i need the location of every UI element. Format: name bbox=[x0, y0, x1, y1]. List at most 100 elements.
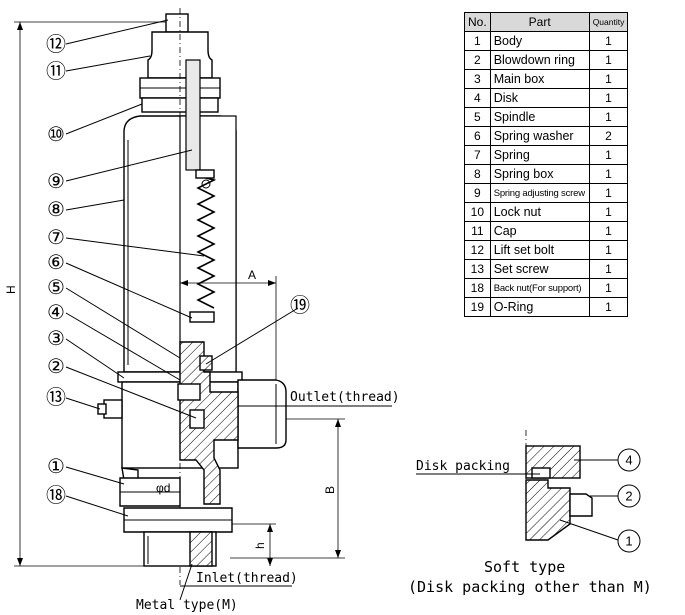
cell-no: 1 bbox=[464, 31, 491, 51]
inlet-label: Inlet(thread) bbox=[196, 571, 298, 586]
callout-1: ① bbox=[47, 456, 65, 478]
cell-no: 18 bbox=[464, 278, 491, 298]
callout-12: ⑫ bbox=[46, 33, 66, 56]
cell-part: Spring box bbox=[489, 164, 590, 184]
callout-6: ⑥ bbox=[47, 252, 65, 274]
header-no: No. bbox=[464, 12, 491, 32]
cell-part: Main box bbox=[489, 69, 590, 89]
detail-callout-4: 4 bbox=[625, 453, 632, 468]
header-quantity: Quantity bbox=[588, 12, 629, 32]
metal-type-label: Metal type(M) bbox=[136, 598, 238, 613]
blowdown-ring bbox=[189, 409, 205, 429]
cell-qty: 1 bbox=[588, 145, 629, 165]
cell-part: Body bbox=[489, 31, 590, 51]
cell-part: Lock nut bbox=[489, 202, 590, 222]
spring-adjusting-screw bbox=[185, 59, 201, 171]
lift-set-bolt bbox=[165, 13, 189, 33]
callout-3: ③ bbox=[47, 328, 65, 350]
outlet-label: Outlet(thread) bbox=[290, 390, 400, 405]
callout-13: ⑬ bbox=[46, 386, 66, 409]
cell-part: Back nut(For support) bbox=[489, 278, 590, 298]
body-section bbox=[179, 341, 239, 505]
cell-no: 12 bbox=[464, 240, 491, 260]
cell-qty: 2 bbox=[588, 126, 629, 146]
callout-7: ⑦ bbox=[47, 227, 65, 249]
cell-part: Spindle bbox=[489, 107, 590, 127]
cell-qty: 1 bbox=[588, 259, 629, 279]
detail-callout-1: 1 bbox=[625, 534, 632, 549]
callout-5: ⑤ bbox=[47, 277, 65, 299]
dim-d-label: φd bbox=[156, 481, 170, 495]
cell-qty: 1 bbox=[588, 88, 629, 108]
callout-19: ⑲ bbox=[290, 294, 310, 317]
cell-part: Spring adjusting screw bbox=[489, 183, 590, 203]
disk-packing-label: Disk packing bbox=[416, 459, 510, 474]
cell-no: 19 bbox=[464, 297, 491, 317]
valve-assembly bbox=[14, 8, 392, 601]
cell-part: Cap bbox=[489, 221, 590, 241]
cell-part: O-Ring bbox=[489, 297, 590, 317]
callout-2: ② bbox=[47, 356, 65, 378]
disk bbox=[177, 383, 201, 401]
cell-qty: 1 bbox=[588, 50, 629, 70]
cell-qty: 1 bbox=[588, 278, 629, 298]
cell-part: Set screw bbox=[489, 259, 590, 279]
soft-type-detail bbox=[416, 430, 619, 541]
cell-part: Spring washer bbox=[489, 126, 590, 146]
detail-blowdown-ring bbox=[569, 493, 593, 517]
callout-group: ⑫ ⑪ ⑩ ⑨ ⑧ ⑦ ⑥ ⑤ ④ ③ ② ⑬ ① ⑱ ⑲ bbox=[46, 33, 310, 507]
detail-callout-2: 2 bbox=[625, 489, 632, 504]
cell-qty: 1 bbox=[588, 240, 629, 260]
callout-4: ④ bbox=[47, 302, 65, 324]
cell-part: Lift set bolt bbox=[489, 240, 590, 260]
cell-no: 11 bbox=[464, 221, 491, 241]
dim-h-small-label: h bbox=[253, 542, 267, 549]
cell-qty: 1 bbox=[588, 164, 629, 184]
detail-body bbox=[525, 479, 571, 541]
table-header-row: No. Part Quantity bbox=[464, 12, 629, 32]
cell-part: Blowdown ring bbox=[489, 50, 590, 70]
cell-no: 7 bbox=[464, 145, 491, 165]
callout-9: ⑨ bbox=[47, 171, 65, 193]
cell-no: 10 bbox=[464, 202, 491, 222]
cell-part: Spring bbox=[489, 145, 590, 165]
outlet-nozzle bbox=[237, 379, 287, 449]
cell-qty: 1 bbox=[588, 221, 629, 241]
soft-type-subcaption: (Disk packing other than M) bbox=[408, 578, 652, 596]
cell-no: 3 bbox=[464, 69, 491, 89]
dim-a-label: A bbox=[248, 268, 256, 282]
soft-type-caption: Soft type bbox=[484, 558, 565, 576]
cell-no: 2 bbox=[464, 50, 491, 70]
cell-qty: 1 bbox=[588, 107, 629, 127]
spring bbox=[189, 169, 217, 323]
header-part: Part bbox=[489, 12, 590, 32]
cell-no: 4 bbox=[464, 88, 491, 108]
callout-10: ⑩ bbox=[47, 124, 65, 146]
detail-callouts: 4 2 1 bbox=[617, 448, 641, 553]
cell-qty: 1 bbox=[588, 297, 629, 317]
callout-18: ⑱ bbox=[46, 484, 66, 507]
callout-8: ⑧ bbox=[47, 199, 65, 221]
cell-qty: 1 bbox=[588, 31, 629, 51]
cell-part: Disk bbox=[489, 88, 590, 108]
detail-disk-packing bbox=[531, 467, 551, 479]
cell-no: 8 bbox=[464, 164, 491, 184]
cell-no: 13 bbox=[464, 259, 491, 279]
cell-qty: 1 bbox=[588, 69, 629, 89]
